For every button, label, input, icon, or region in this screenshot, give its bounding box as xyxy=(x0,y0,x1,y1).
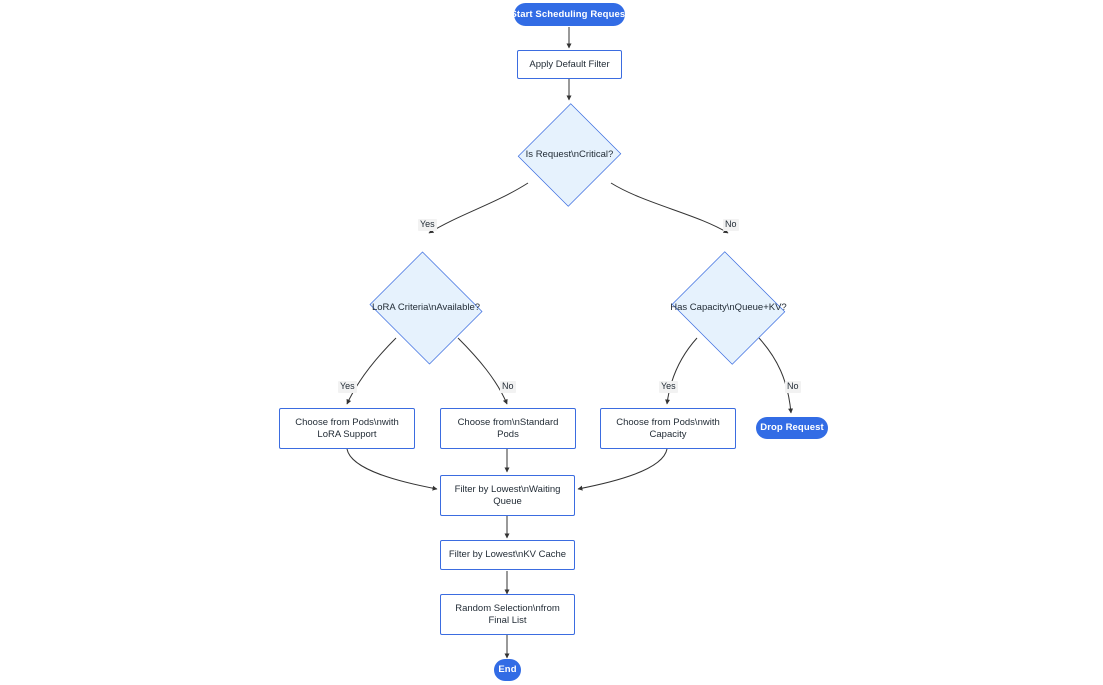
edge-critical-no-to-capacity xyxy=(610,182,729,234)
node-random-selection[interactable]: Random Selection\nfrom Final List xyxy=(440,594,575,635)
node-filter-waiting-queue[interactable]: Filter by Lowest\nWaiting Queue xyxy=(440,475,575,516)
node-is-request-critical-label: Is Request\nCritical? xyxy=(525,149,614,161)
node-choose-capacity-pods[interactable]: Choose from Pods\nwith Capacity xyxy=(600,408,736,449)
edge-label-text: No xyxy=(725,219,737,229)
node-is-request-critical[interactable]: Is Request\nCritical? xyxy=(517,102,622,208)
node-filter-kv-cache[interactable]: Filter by Lowest\nKV Cache xyxy=(440,540,575,570)
node-choose-capacity-pods-line1: Choose from Pods\nwith xyxy=(616,416,720,428)
edge-label-lora-no: No xyxy=(500,381,516,393)
node-choose-standard-pods-line2: Pods xyxy=(497,428,519,440)
node-choose-lora-pods[interactable]: Choose from Pods\nwith LoRA Support xyxy=(279,408,415,449)
node-end[interactable]: End xyxy=(494,659,521,681)
node-random-selection-line2: Final List xyxy=(488,614,527,626)
edge-choose-lora-to-waiting-queue xyxy=(346,448,438,491)
node-drop-request[interactable]: Drop Request xyxy=(756,417,828,439)
edge-critical-yes-to-lora xyxy=(428,182,529,234)
node-choose-standard-pods-line1: Choose from\nStandard xyxy=(457,416,559,428)
edge-label-text: No xyxy=(787,381,799,391)
node-apply-default-filter-label: Apply Default Filter xyxy=(529,58,610,70)
node-start-label: Start Scheduling Request xyxy=(510,8,629,20)
node-filter-kv-cache-label: Filter by Lowest\nKV Cache xyxy=(448,549,567,561)
node-choose-lora-pods-line2: LoRA Support xyxy=(317,428,377,440)
node-has-capacity-queue-kv-label: Has Capacity\nQueue+KV? xyxy=(670,302,787,314)
node-filter-waiting-queue-line1: Filter by Lowest\nWaiting xyxy=(454,483,561,495)
edge-label-text: Yes xyxy=(420,219,435,229)
node-drop-request-label: Drop Request xyxy=(760,422,824,434)
edge-choose-capacity-to-waiting-queue xyxy=(577,448,668,491)
node-end-label: End xyxy=(498,664,517,676)
edge-label-capacity-no: No xyxy=(785,381,801,393)
edge-label-capacity-yes: Yes xyxy=(659,381,678,393)
node-apply-default-filter[interactable]: Apply Default Filter xyxy=(517,50,622,79)
edge-label-text: Yes xyxy=(661,381,676,391)
node-has-capacity-queue-kv[interactable]: Has Capacity\nQueue+KV? xyxy=(668,251,789,365)
node-lora-criteria-available[interactable]: LoRA Criteria\nAvailable? xyxy=(366,251,486,365)
node-filter-waiting-queue-line2: Queue xyxy=(493,495,522,507)
node-choose-lora-pods-line1: Choose from Pods\nwith xyxy=(295,416,399,428)
edge-label-text: No xyxy=(502,381,514,391)
node-start[interactable]: Start Scheduling Request xyxy=(511,3,628,26)
node-choose-standard-pods[interactable]: Choose from\nStandard Pods xyxy=(440,408,576,449)
edge-label-text: Yes xyxy=(340,381,355,391)
edge-label-lora-yes: Yes xyxy=(338,381,357,393)
node-lora-criteria-available-label: LoRA Criteria\nAvailable? xyxy=(371,302,481,314)
edge-label-critical-yes: Yes xyxy=(418,219,437,231)
node-random-selection-line1: Random Selection\nfrom xyxy=(455,602,560,614)
node-choose-capacity-pods-line2: Capacity xyxy=(649,428,687,440)
edge-label-critical-no: No xyxy=(723,219,739,231)
